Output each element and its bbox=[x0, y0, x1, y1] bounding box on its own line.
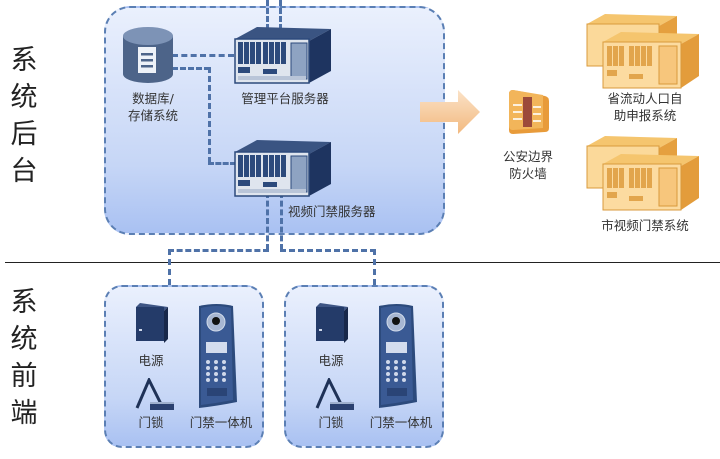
power-supply-label: 电源 bbox=[306, 352, 356, 369]
connector-line bbox=[208, 67, 211, 163]
firewall-icon bbox=[505, 88, 551, 136]
door-lock-label: 门锁 bbox=[126, 414, 176, 431]
access-terminal-label: 门禁一体机 bbox=[364, 414, 438, 431]
frontend-section-label: 系统前端 bbox=[8, 284, 40, 432]
video-access-server-icon bbox=[233, 138, 333, 200]
door-lock-icon bbox=[315, 378, 355, 412]
power-supply-text: 电源 bbox=[138, 353, 164, 368]
database-icon bbox=[121, 26, 175, 84]
provincial-system-server-icon bbox=[585, 12, 705, 92]
frontend-unit-panel bbox=[284, 285, 444, 448]
frontend-section-text: 系统前端 bbox=[10, 287, 38, 429]
door-lock-text: 门锁 bbox=[318, 415, 344, 430]
power-supply-icon bbox=[314, 303, 350, 343]
city-system-label: 市视频门禁系统 bbox=[590, 217, 700, 234]
section-divider bbox=[5, 262, 720, 263]
database-label: 数据库/ 存储系统 bbox=[118, 90, 188, 124]
firewall-label-line1: 公安边界 bbox=[502, 149, 553, 164]
connector-line bbox=[280, 192, 283, 250]
access-terminal-text: 门禁一体机 bbox=[189, 415, 253, 430]
provincial-system-label: 省流动人口自 助申报系统 bbox=[590, 90, 700, 124]
backend-section-label: 系统后台 bbox=[8, 42, 40, 190]
video-access-server-label: 视频门禁服务器 bbox=[288, 203, 398, 220]
firewall-label-line2: 防火墙 bbox=[509, 166, 547, 181]
management-server-label: 管理平台服务器 bbox=[230, 90, 340, 107]
connector-line bbox=[172, 67, 210, 70]
city-system-server-icon bbox=[585, 134, 705, 214]
power-supply-icon bbox=[134, 303, 170, 343]
access-terminal-label: 门禁一体机 bbox=[184, 414, 258, 431]
connector-line bbox=[279, 0, 282, 30]
video-access-server-text: 视频门禁服务器 bbox=[288, 204, 376, 219]
connector-line bbox=[172, 54, 234, 57]
arrow-right-icon bbox=[418, 88, 482, 136]
city-system-text: 市视频门禁系统 bbox=[601, 218, 689, 233]
door-lock-label: 门锁 bbox=[306, 414, 356, 431]
door-lock-icon bbox=[135, 378, 175, 412]
database-label-line1: 数据库/ bbox=[132, 91, 174, 106]
power-supply-text: 电源 bbox=[318, 353, 344, 368]
connector-line bbox=[373, 249, 376, 285]
connector-line bbox=[266, 192, 269, 250]
connector-line bbox=[266, 0, 269, 30]
connector-line bbox=[168, 249, 171, 285]
connector-line bbox=[168, 249, 269, 252]
access-terminal-icon bbox=[197, 302, 239, 410]
firewall-label: 公安边界 防火墙 bbox=[495, 148, 561, 182]
provincial-system-label-line1: 省流动人口自 bbox=[607, 91, 683, 106]
connector-line bbox=[280, 249, 376, 252]
door-lock-text: 门锁 bbox=[138, 415, 164, 430]
power-supply-label: 电源 bbox=[126, 352, 176, 369]
provincial-system-label-line2: 助申报系统 bbox=[613, 108, 677, 123]
management-server-text: 管理平台服务器 bbox=[241, 91, 329, 106]
database-label-line2: 存储系统 bbox=[127, 108, 178, 123]
management-server-icon bbox=[233, 25, 333, 87]
access-terminal-icon bbox=[377, 302, 419, 410]
connector-line bbox=[208, 162, 236, 165]
access-terminal-text: 门禁一体机 bbox=[369, 415, 433, 430]
backend-section-text: 系统后台 bbox=[10, 45, 38, 187]
frontend-unit-panel bbox=[104, 285, 264, 448]
